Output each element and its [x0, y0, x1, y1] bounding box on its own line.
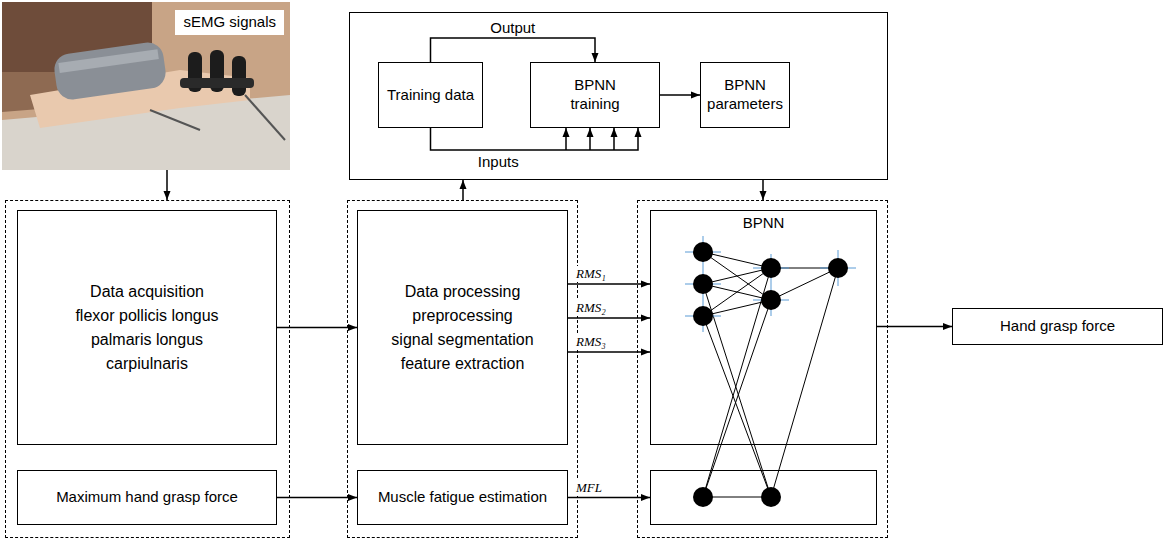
arrow-head	[348, 494, 357, 501]
arrow-head	[348, 324, 357, 331]
box-title: Data acquisition	[90, 280, 204, 304]
network-box: BPNN	[650, 210, 877, 445]
edge-label: Output	[488, 19, 537, 36]
edge-label: Inputs	[476, 153, 521, 170]
process-box: BPNN training	[530, 62, 660, 128]
process-box: Data processingpreprocessingsignal segme…	[357, 210, 568, 445]
neural-network-drawing	[703, 252, 838, 497]
edge-label: RMS₂	[574, 300, 608, 316]
photo-illustration	[2, 2, 290, 170]
process-box: BPNN parameters	[700, 62, 790, 128]
connector-line	[877, 326, 952, 328]
box-title: Hand grasp force	[1000, 317, 1115, 336]
arrow-head	[592, 53, 599, 62]
neuron-crosshairs	[685, 236, 856, 332]
connector	[277, 494, 357, 501]
arrow-head	[641, 315, 650, 322]
stage-group: BPNN	[637, 200, 888, 538]
arrow-head	[641, 349, 650, 356]
connector-line	[277, 327, 357, 329]
connector	[460, 180, 467, 200]
process-box: Data acquisitionflexor pollicis longuspa…	[17, 210, 277, 445]
box-title: Data processing	[405, 280, 521, 304]
arrow-head	[760, 191, 767, 200]
connector-line	[431, 128, 639, 150]
process-box: Muscle fatigue estimation	[357, 470, 568, 525]
signal-label: sEMG signals	[175, 10, 284, 35]
photo-panel: sEMG signals	[2, 2, 290, 170]
arrow-head	[691, 92, 700, 99]
box-line: flexor pollicis longus	[75, 304, 218, 328]
connector	[277, 324, 357, 331]
box-title: BPNN	[743, 214, 785, 233]
output-box: Hand grasp force	[952, 308, 1163, 345]
arrow-head	[164, 191, 171, 200]
arrow-head	[635, 128, 642, 137]
arrow-head	[563, 128, 570, 137]
edge-label: RMS₁	[574, 266, 608, 282]
connector	[431, 128, 642, 150]
box-line: palmaris longus	[91, 328, 203, 352]
box-title: Muscle fatigue estimation	[378, 488, 547, 507]
arrow-head	[587, 128, 594, 137]
network-box	[650, 470, 877, 525]
box-title: BPNN training	[562, 76, 628, 114]
arrow-head	[943, 323, 952, 330]
arrow-head	[641, 281, 650, 288]
connector-line	[277, 497, 357, 499]
box-title: Maximum hand grasp force	[56, 488, 238, 507]
arrow-head	[611, 128, 618, 137]
box-line: carpiulnaris	[106, 352, 188, 376]
box-line: signal segmentation	[391, 328, 533, 352]
connector-line	[431, 38, 596, 62]
connector	[164, 170, 171, 200]
edge-label: RMS₃	[574, 334, 608, 350]
stage-group: Data acquisitionflexor pollicis longuspa…	[5, 200, 290, 538]
edge-label: MFL	[574, 480, 604, 496]
arrow-head	[460, 180, 467, 189]
box-line: feature extraction	[401, 352, 525, 376]
box-title: Training data	[387, 86, 474, 105]
connector	[760, 180, 767, 200]
box-title: BPNN parameters	[705, 76, 785, 114]
connector	[877, 323, 952, 330]
connector	[431, 38, 599, 62]
neurons	[693, 242, 848, 507]
box-line: preprocessing	[412, 304, 513, 328]
arrow-head	[641, 494, 650, 501]
training-panel: Training data BPNN training BPNN parameter…	[349, 12, 888, 180]
stage-group: Data processingpreprocessingsignal segme…	[347, 200, 578, 538]
process-box: Training data	[378, 62, 483, 128]
connector	[660, 92, 700, 99]
process-box: Maximum hand grasp force	[17, 470, 277, 525]
